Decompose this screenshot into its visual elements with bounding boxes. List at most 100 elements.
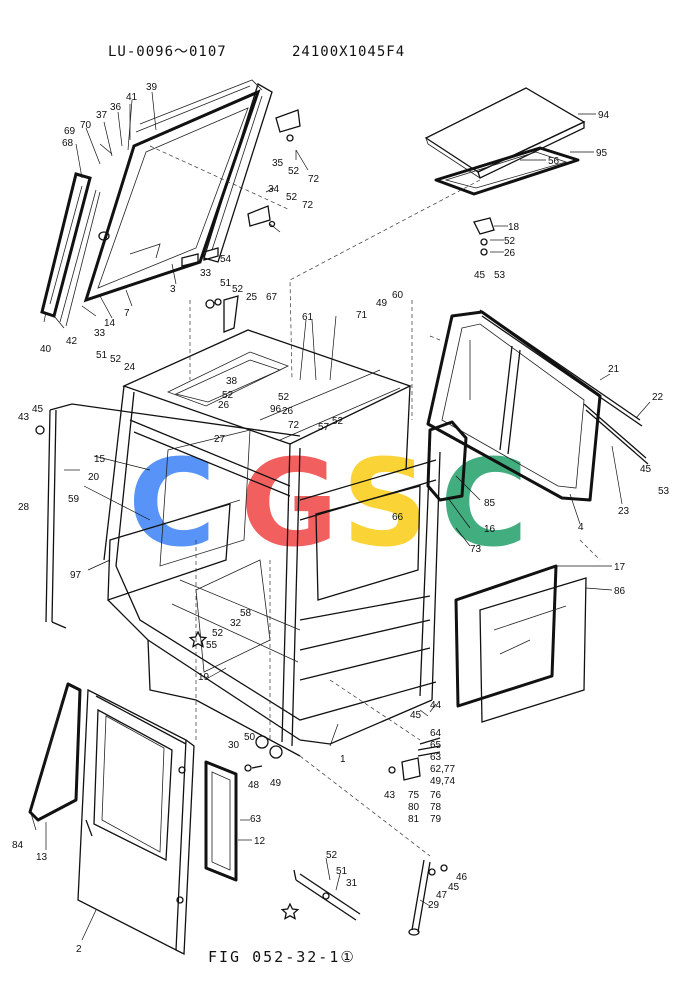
part-label: 46 [456,872,468,883]
part-label: 35 [272,158,284,169]
part-label: 18 [508,222,520,233]
part-label: 65 [430,740,442,751]
part-label: 70 [80,120,92,131]
side-strip [40,172,101,327]
part-label: 52 [288,166,300,177]
part-label: 69 [64,126,76,137]
part-label: 29 [428,900,440,911]
part-label: 71 [356,310,368,321]
part-label: 41 [126,92,138,103]
door-small-glass-12 [204,760,238,882]
figure-caption: FIG 052-32-1① [208,948,356,966]
part-label: 80 [408,802,420,813]
model-code-header: 24100X1045F4 [292,44,405,60]
assembly-guide-lines [149,145,601,857]
part-label: 52 [212,628,224,639]
part-label: 26 [504,248,516,259]
part-label: 55 [206,640,218,651]
part-label: 21 [608,364,620,375]
part-label: 52 [326,850,338,861]
part-label: 76 [430,790,442,801]
part-label: 96 [270,404,282,415]
part-label: 45 [448,882,460,893]
part-label: 86 [614,586,626,597]
part-label: 36 [110,102,122,113]
part-label: 22 [652,392,664,403]
part-label: 17 [614,562,626,573]
part-label: 84 [12,840,24,851]
part-label: 52 [286,192,298,203]
part-label: 48 [248,780,260,791]
part-label: 45 [32,404,44,415]
side-rail-21-23 [479,309,649,465]
part-label: 72 [308,174,320,185]
star-marks [188,630,300,920]
part-label: 50 [244,732,256,743]
part-number-labels: 94 95 56 18 52 26 45 53 60 49 71 61 67 2… [12,82,670,955]
part-label: 52 [278,392,290,403]
watermark-letter-c1: C [128,435,216,574]
star-icon [188,630,208,648]
part-label: 45 [474,270,486,281]
part-label: 51 [336,866,348,877]
part-label: 42 [66,336,78,347]
part-label: 49,74 [430,776,455,787]
part-label: 4 [578,522,584,533]
part-label: 81 [408,814,420,825]
part-label: 49 [376,298,388,309]
part-label: 67 [266,292,278,303]
part-label: 44 [430,700,442,711]
part-label: 56 [548,156,560,167]
part-label: 32 [230,618,242,629]
part-label: 52 [232,284,244,295]
part-label: 49 [270,778,282,789]
part-label: 57 [318,422,330,433]
cab-door-2 [77,688,195,956]
part-label: 54 [220,254,232,265]
handle-assembly-31 [293,869,361,921]
part-label: 34 [268,184,280,195]
part-label: 60 [392,290,404,301]
part-label: 40 [40,344,52,355]
watermark: C G S C [128,435,528,574]
part-label: 68 [62,138,74,149]
clip-54-33 [181,247,219,267]
part-label: 26 [282,406,294,417]
part-label: 75 [408,790,420,801]
rear-glass-86 [454,564,587,723]
part-label: 63 [430,752,442,763]
serial-range-header: LU-0096～0107 [108,44,227,60]
part-label: 62,77 [430,764,455,775]
star-icon [280,902,300,920]
part-label: 66 [392,512,404,523]
part-label: 52 [222,390,234,401]
part-label: 72 [302,200,314,211]
part-label: 47 [436,890,448,901]
part-label: 52 [504,236,516,247]
part-label: 7 [124,308,130,319]
part-label: 24 [124,362,136,373]
part-label: 52 [332,416,344,427]
part-label: 85 [484,498,496,509]
part-label: 97 [70,570,82,581]
part-label: 52 [110,354,122,365]
door-seal-13 [28,682,82,822]
part-label: 51 [96,350,108,361]
front-window-frame [83,79,273,303]
fastener-set-51-52-25 [205,295,239,333]
part-label: 16 [484,524,496,535]
part-label: 61 [302,312,314,323]
part-label: 72 [288,420,300,431]
part-label: 37 [96,110,108,121]
part-label: 1 [340,754,346,765]
part-label: 95 [596,148,608,159]
roof-latch-18 [473,217,495,256]
part-label: 78 [430,802,442,813]
handle-rod-29 [408,859,448,936]
part-label: 53 [494,270,506,281]
part-label: 14 [104,318,116,329]
part-label: 28 [18,502,30,513]
part-label: 3 [170,284,176,295]
watermark-letter-c2: C [440,435,528,574]
